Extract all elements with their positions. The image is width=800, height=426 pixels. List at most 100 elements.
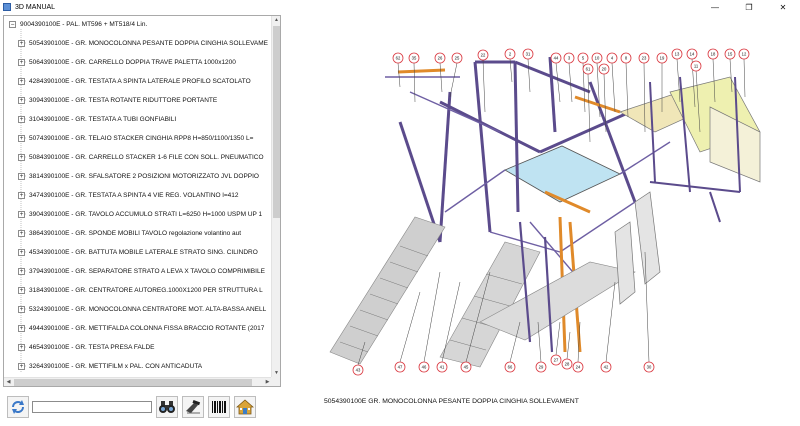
tree-item[interactable]: +3094390100E - GR. TESTA ROTANTE RIDUTTO…: [18, 94, 217, 106]
tree-item-label[interactable]: 5324390100E - GR. MONOCOLONNA CENTRATORE…: [29, 305, 267, 313]
tree-item[interactable]: +5064390100E - GR. CARRELLO DOPPIA TRAVE…: [18, 56, 236, 68]
part-balloon[interactable]: [600, 361, 612, 373]
part-balloon-number[interactable]: 10: [595, 56, 600, 61]
expand-icon[interactable]: +: [18, 362, 25, 370]
expand-icon[interactable]: +: [18, 39, 25, 47]
part-balloon-number[interactable]: 15: [728, 52, 733, 57]
expand-icon[interactable]: +: [18, 172, 25, 180]
expand-icon[interactable]: +: [18, 343, 25, 351]
tree-item-label[interactable]: 5074390100E - GR. TELAIO STACKER CINGHIA…: [29, 134, 254, 142]
part-balloon-number[interactable]: 42: [604, 365, 609, 370]
part-balloon-number[interactable]: 44: [554, 56, 559, 61]
scroll-left-icon[interactable]: ◀: [6, 379, 11, 385]
maximize-button[interactable]: ❐: [732, 0, 766, 14]
scroll-up-icon[interactable]: ▲: [274, 17, 279, 23]
part-balloon-number[interactable]: 19: [660, 56, 665, 61]
horizontal-scrollbar[interactable]: ◀ ▶: [4, 377, 272, 386]
part-balloon[interactable]: [671, 48, 683, 60]
part-balloon[interactable]: [707, 48, 719, 60]
part-balloon[interactable]: [434, 52, 446, 64]
expand-icon[interactable]: +: [18, 267, 25, 275]
part-balloon[interactable]: [535, 361, 547, 373]
expand-icon[interactable]: +: [18, 58, 25, 66]
part-balloon-number[interactable]: 25: [455, 56, 460, 61]
part-balloon[interactable]: [643, 361, 655, 373]
expand-icon[interactable]: +: [18, 191, 25, 199]
tree-item-label[interactable]: 4944390100E - GR. METTIFALDA COLONNA FIS…: [29, 324, 265, 332]
tree-item[interactable]: +4284390100E - GR. TESTATA A SPINTA LATE…: [18, 75, 251, 87]
part-balloon-number[interactable]: 45: [464, 365, 469, 370]
tree-root-label[interactable]: 9004390100E - PAL. MT596 + MT518/4 Lin.: [20, 20, 148, 28]
part-balloon[interactable]: [598, 63, 610, 75]
tree-item[interactable]: +3104390100E - GR. TESTATA A TUBI GONFIA…: [18, 113, 176, 125]
component-tree[interactable]: − 9004390100E - PAL. MT596 + MT518/4 Lin…: [3, 15, 281, 387]
tree-item[interactable]: +4534390100E - GR. BATTUTA MOBILE LATERA…: [18, 246, 258, 258]
tree-root[interactable]: − 9004390100E - PAL. MT596 + MT518/4 Lin…: [9, 18, 147, 30]
tree-item-label[interactable]: 3794390100E - GR. SEPARATORE STRATO A LE…: [29, 267, 265, 275]
part-balloon-number[interactable]: 27: [554, 358, 559, 363]
part-balloon-number[interactable]: 31: [526, 52, 531, 57]
part-balloon-number[interactable]: 41: [440, 365, 445, 370]
barcode-button[interactable]: [208, 396, 230, 418]
part-balloon-number[interactable]: 8: [625, 56, 628, 61]
part-balloon[interactable]: [522, 48, 534, 60]
scroll-right-icon[interactable]: ▶: [265, 379, 270, 385]
tree-item-label[interactable]: 3814390100E - GR. SFALSATORE 2 POSIZIONI…: [29, 172, 259, 180]
part-balloon[interactable]: [436, 361, 448, 373]
part-balloon[interactable]: [738, 48, 750, 60]
scroll-down-icon[interactable]: ▼: [274, 370, 279, 376]
part-balloon[interactable]: [460, 361, 472, 373]
part-balloon-number[interactable]: 26: [438, 56, 443, 61]
expand-icon[interactable]: +: [18, 134, 25, 142]
tree-item[interactable]: +3794390100E - GR. SEPARATORE STRATO A L…: [18, 265, 265, 277]
expand-icon[interactable]: +: [18, 210, 25, 218]
tree-item[interactable]: +5054390100E - GR. MONOCOLONNA PESANTE D…: [18, 37, 268, 49]
expand-icon[interactable]: +: [18, 115, 25, 123]
part-balloon[interactable]: [582, 63, 594, 75]
tree-item-label[interactable]: 3264390100E - GR. METTIFILM x PAL. CON A…: [29, 362, 203, 370]
tree-item-label[interactable]: 4534390100E - GR. BATTUTA MOBILE LATERAL…: [29, 248, 258, 256]
tree-item[interactable]: +3904390100E - GR. TAVOLO ACCUMULO STRAT…: [18, 208, 262, 220]
expand-icon[interactable]: +: [18, 229, 25, 237]
part-balloon[interactable]: [550, 52, 562, 64]
close-button[interactable]: ✕: [766, 0, 800, 14]
part-balloon[interactable]: [392, 52, 404, 64]
part-balloon-number[interactable]: 4: [611, 56, 614, 61]
tree-item-label[interactable]: 4654390100E - GR. TESTA PRESA FALDE: [29, 343, 155, 351]
tree-item-label[interactable]: 3104390100E - GR. TESTATA A TUBI GONFIAB…: [29, 115, 177, 123]
tree-item[interactable]: +4944390100E - GR. METTIFALDA COLONNA FI…: [18, 322, 264, 334]
minimize-button[interactable]: —: [698, 0, 732, 14]
part-balloon-number[interactable]: 5: [582, 56, 585, 61]
tree-item[interactable]: +5324390100E - GR. MONOCOLONNA CENTRATOR…: [18, 303, 266, 315]
tree-item-label[interactable]: 3094390100E - GR. TESTA ROTANTE RIDUTTOR…: [29, 96, 218, 104]
horizontal-scroll-thumb[interactable]: [14, 379, 252, 386]
part-balloon-number[interactable]: 23: [642, 56, 647, 61]
part-balloon[interactable]: [620, 52, 632, 64]
tree-item[interactable]: +3474390100E - GR. TESTATA A SPINTA 4 VI…: [18, 189, 238, 201]
part-balloon[interactable]: [686, 48, 698, 60]
part-balloon-number[interactable]: 66: [508, 365, 513, 370]
part-balloon-number[interactable]: 22: [481, 53, 486, 58]
part-balloon-number[interactable]: 18: [711, 52, 716, 57]
part-balloon[interactable]: [418, 361, 430, 373]
tree-item[interactable]: +3184390100E - GR. CENTRATORE AUTOREG.10…: [18, 284, 263, 296]
part-balloon-number[interactable]: 29: [539, 365, 544, 370]
tree-item-label[interactable]: 5084390100E - GR. CARRELLO STACKER 1-6 F…: [29, 153, 264, 161]
part-balloon-number[interactable]: 14: [690, 52, 695, 57]
vertical-scroll-thumb[interactable]: [273, 26, 280, 218]
tree-item[interactable]: +3814390100E - GR. SFALSATORE 2 POSIZION…: [18, 170, 259, 182]
part-balloon[interactable]: [577, 52, 589, 64]
tree-item-label[interactable]: 4284390100E - GR. TESTATA A SPINTA LATER…: [29, 77, 251, 85]
refresh-button[interactable]: [7, 396, 29, 418]
part-balloon[interactable]: [451, 52, 463, 64]
part-balloon-number[interactable]: 24: [576, 365, 581, 370]
tree-item[interactable]: +4654390100E - GR. TESTA PRESA FALDE: [18, 341, 155, 353]
tree-item-label[interactable]: 5064390100E - GR. CARRELLO DOPPIA TRAVE …: [29, 58, 236, 66]
part-balloon[interactable]: [638, 52, 650, 64]
part-balloon-number[interactable]: 35: [412, 56, 417, 61]
expand-icon[interactable]: +: [18, 305, 25, 313]
tree-item-label[interactable]: 3474390100E - GR. TESTATA A SPINTA 4 VIE…: [29, 191, 239, 199]
tree-item[interactable]: +5074390100E - GR. TELAIO STACKER CINGHI…: [18, 132, 253, 144]
tree-item[interactable]: +3264390100E - GR. METTIFILM x PAL. CON …: [18, 360, 202, 372]
part-balloon[interactable]: [408, 52, 420, 64]
